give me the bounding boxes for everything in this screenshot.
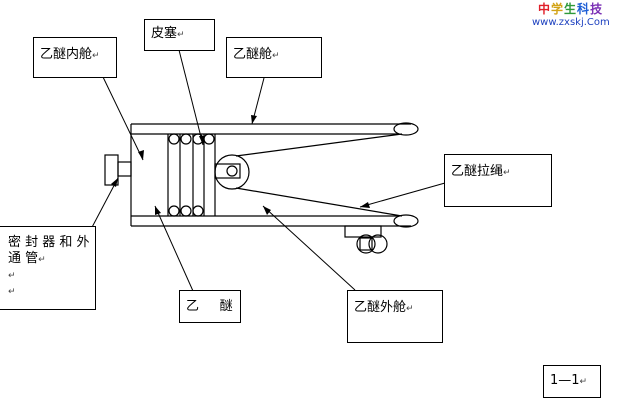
sealer-connector — [104, 154, 132, 186]
label-inner-chamber: 乙醚内舱↵ — [33, 37, 117, 78]
leader-pull-rope — [359, 182, 446, 208]
label-ether: 乙 醚 — [179, 290, 241, 323]
leader-inner-chamber — [102, 76, 144, 161]
label-leather-plug: 皮塞↵ — [144, 19, 215, 51]
watermark-url: www.zxskj.Com — [532, 17, 610, 28]
pulley-wheel — [214, 154, 250, 190]
label-outer-chamber: 乙醚外舱↵ — [347, 290, 443, 343]
label-ether-chamber: 乙醚舱↵ — [226, 37, 322, 78]
leader-ether — [154, 205, 194, 292]
watermark-title: 中学生科技 — [538, 2, 604, 16]
site-watermark: 中学生科技 www.zxskj.Com — [528, 0, 617, 32]
figure-number: 1—1↵ — [543, 365, 601, 398]
bottom-fitting — [344, 225, 388, 254]
end-rollers — [393, 122, 419, 228]
label-pull-rope: 乙醚拉绳↵ — [444, 154, 552, 207]
leather-plug-walls — [167, 133, 216, 217]
label-sealer-tube: 密 封 器 和 外 通 管↵ ↵ ↵ — [0, 226, 96, 310]
leader-outer-chamber — [262, 205, 356, 291]
leader-leather-plug — [178, 49, 204, 146]
pull-rope-line — [235, 133, 403, 217]
